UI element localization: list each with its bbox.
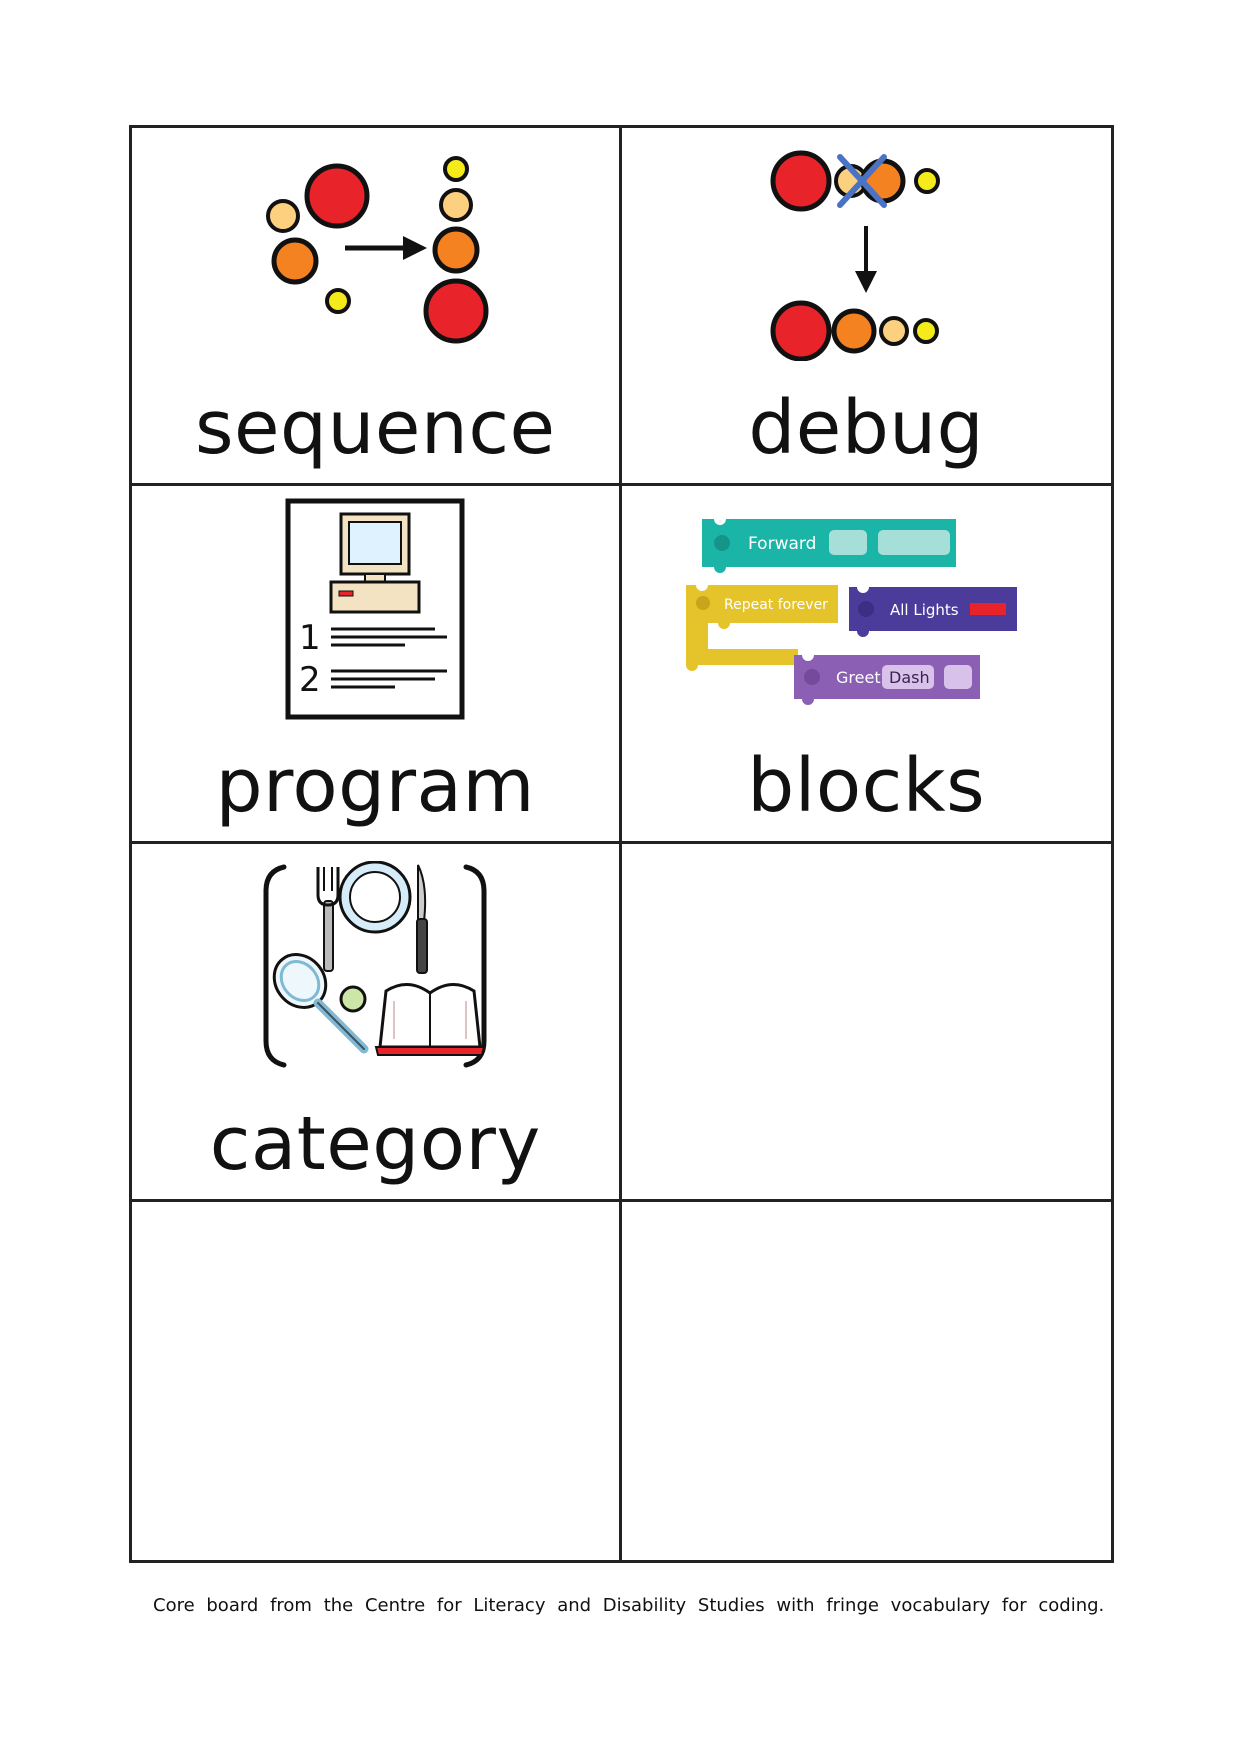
debug-circles-icon — [622, 136, 1112, 366]
block-repeat-label: Repeat forever — [724, 597, 828, 613]
cell-debug[interactable]: debug — [621, 128, 1112, 486]
word-label: blocks — [747, 743, 986, 829]
board-caption: Core board from the Centre for Literacy … — [153, 1595, 1105, 1616]
category-items-icon — [132, 852, 619, 1082]
word-label: category — [209, 1101, 541, 1187]
block-forward-label: Forward — [748, 534, 816, 554]
cell-sequence[interactable]: sequence — [132, 128, 622, 486]
vocabulary-board: sequence debug — [129, 125, 1114, 1563]
program-computer-icon: 1 2 — [132, 494, 619, 724]
coding-blocks-icon: Forward Repeat forever All Lights Greet … — [622, 494, 1112, 724]
block-lights-label: All Lights — [890, 601, 959, 619]
block-greet-label: Greet — [836, 668, 881, 687]
cell-empty-3 — [622, 1202, 1112, 1560]
svg-text:1: 1 — [299, 618, 321, 658]
sequence-circles-icon — [132, 136, 619, 366]
cell-category[interactable]: category — [132, 844, 622, 1202]
cell-empty-2 — [132, 1202, 622, 1560]
cell-program[interactable]: 1 2 program — [132, 486, 622, 844]
svg-text:2: 2 — [299, 660, 321, 700]
block-greet-value: Dash — [889, 668, 930, 687]
word-label: debug — [748, 385, 985, 471]
cell-blocks[interactable]: Forward Repeat forever All Lights Greet … — [621, 486, 1112, 844]
word-label: sequence — [194, 385, 556, 471]
cell-empty-1 — [621, 844, 1111, 1202]
word-label: program — [215, 743, 535, 829]
